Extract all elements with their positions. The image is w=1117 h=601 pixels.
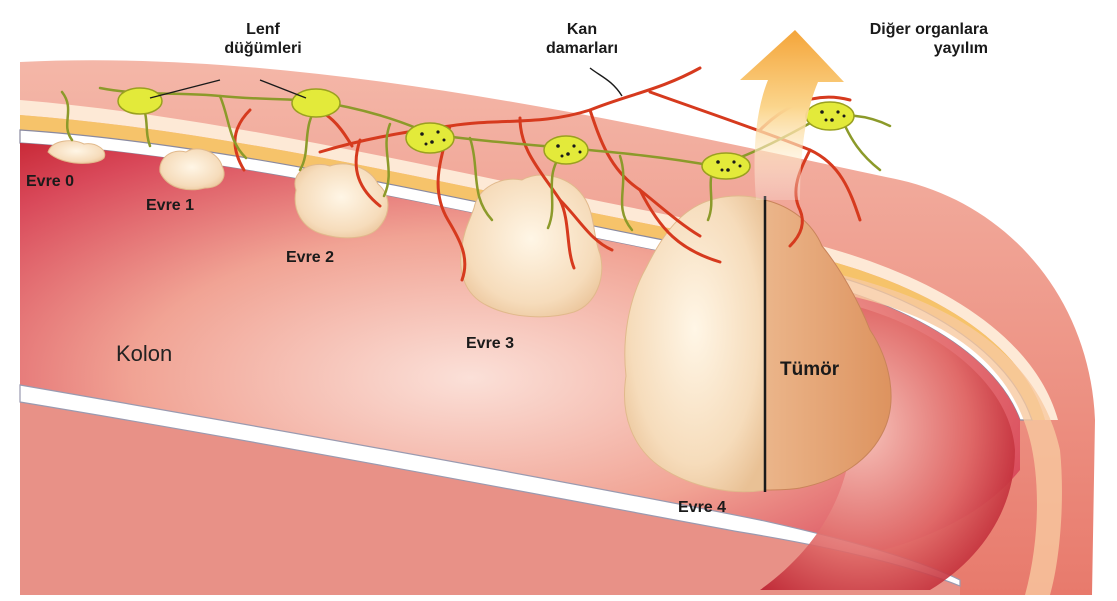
blood-vessels-label-line1: Kan [522, 20, 642, 39]
lymph-node [702, 153, 750, 179]
stage0-label: Evre 0 [26, 172, 74, 191]
spread-label-line1: Diğer organlara [818, 20, 988, 39]
lymph-nodes-label: Lenf düğümleri [198, 20, 328, 58]
tumor-stage3 [461, 175, 602, 317]
spread-label: Diğer organlara yayılım [818, 20, 988, 58]
lymph-nodes-label-line1: Lenf [198, 20, 328, 39]
lymph-node [292, 89, 340, 117]
lymph-node [544, 136, 588, 164]
stage4-label: Evre 4 [678, 498, 726, 517]
stage1-label: Evre 1 [146, 196, 194, 215]
colon-label: Kolon [116, 344, 172, 363]
lymph-nodes-label-line2: düğümleri [198, 39, 328, 58]
tumor-stage1 [160, 149, 224, 190]
lymph-node [118, 88, 162, 114]
lymph-node [406, 123, 454, 153]
lymph-node [806, 102, 854, 130]
stage2-label: Evre 2 [286, 248, 334, 267]
stage3-label: Evre 3 [466, 334, 514, 353]
tumor-label: Tümör [780, 360, 839, 379]
blood-vessels-label-line2: damarları [522, 39, 642, 58]
spread-label-line2: yayılım [818, 39, 988, 58]
blood-vessels-label: Kan damarları [522, 20, 642, 58]
